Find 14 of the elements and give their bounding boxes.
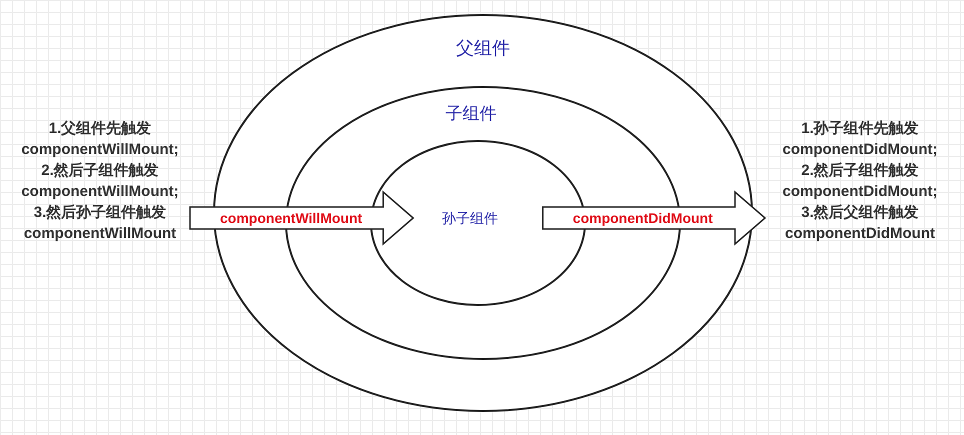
edge-label: componentDidMount bbox=[572, 210, 713, 226]
ellipse-label: 孙子组件 bbox=[442, 210, 498, 228]
block-arrow bbox=[189, 190, 414, 246]
block-arrow bbox=[542, 190, 766, 246]
edge-label: componentWillMount bbox=[220, 210, 362, 226]
step-text: 3.然后孙子组件触发 componentWillMount bbox=[22, 203, 178, 244]
ellipse bbox=[213, 14, 753, 412]
step-text: 2.然后子组件触发 componentDidMount; bbox=[782, 161, 938, 202]
step-text: 2.然后子组件触发 componentWillMount; bbox=[20, 161, 180, 202]
step-text: 1.孙子组件先触发 componentDidMount; bbox=[782, 119, 938, 160]
ellipse-label: 父组件 bbox=[456, 37, 510, 60]
step-text: 3.然后父组件触发 componentDidMount bbox=[784, 203, 936, 244]
step-text: 1.父组件先触发 componentWillMount; bbox=[20, 119, 180, 160]
ellipse-label: 子组件 bbox=[446, 103, 496, 125]
